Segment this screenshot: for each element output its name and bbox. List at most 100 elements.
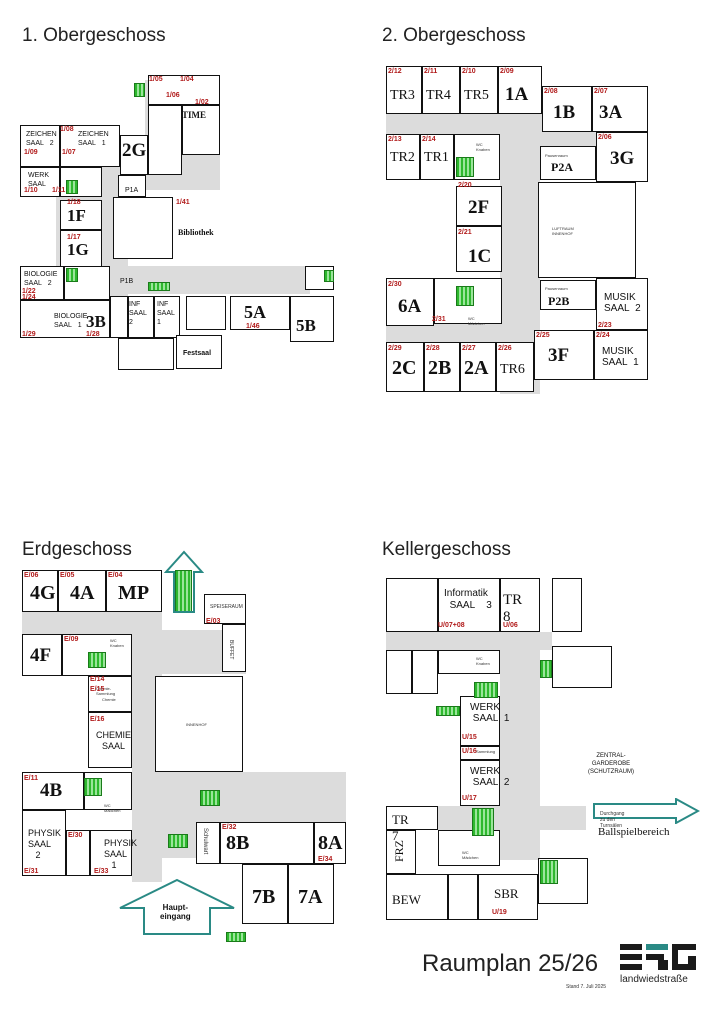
label-tr6: TR6 (500, 362, 525, 377)
room-6a[interactable] (386, 278, 434, 326)
num-2-07: 2/07 (594, 88, 608, 95)
room-8a[interactable] (314, 822, 346, 864)
room-chemie-saal[interactable] (88, 712, 132, 768)
room-tr8[interactable] (500, 578, 540, 632)
room-p1a[interactable] (118, 175, 146, 197)
room-biologie-saal-2[interactable] (20, 266, 64, 300)
room-1g[interactable] (60, 230, 102, 270)
room-sbr[interactable] (478, 874, 538, 920)
room-mp[interactable] (106, 570, 162, 612)
room-7b[interactable] (242, 864, 288, 924)
room-wc-knaben-kg[interactable] (438, 650, 500, 674)
room-1b[interactable] (542, 86, 592, 132)
room-informatik-saal-3[interactable] (438, 578, 500, 632)
room-tr7[interactable] (386, 806, 438, 830)
room-wc-maedchen-kg[interactable] (438, 830, 500, 866)
room-p2a[interactable] (540, 146, 596, 180)
label-durchgang: Durchgang zu den Turnsälen (600, 811, 625, 829)
num-1-05: 1/05 (149, 76, 163, 83)
num-e-09: E/09 (64, 636, 79, 643)
label-tr2: TR2 (390, 150, 415, 165)
room-sammlung-kg[interactable] (460, 746, 500, 760)
room-3a[interactable] (592, 86, 648, 132)
room-zeichen-saal-1[interactable] (60, 125, 120, 167)
label-4a: 4A (70, 582, 95, 604)
room-zeichen-saal-2[interactable] (20, 125, 60, 167)
room-biologie-saal-1[interactable] (20, 300, 110, 338)
room-physik-saal-2[interactable] (22, 810, 66, 876)
room-speiseraum[interactable] (204, 594, 246, 624)
stairs-og1-left (66, 180, 78, 194)
room-schulwart[interactable] (196, 822, 220, 864)
room-kg-5[interactable] (448, 874, 478, 920)
room-3f[interactable] (534, 330, 594, 380)
room-tr3[interactable] (386, 66, 422, 114)
room-kg-3[interactable] (386, 650, 412, 694)
room-chemie[interactable] (88, 676, 132, 712)
room-4a[interactable] (58, 570, 106, 612)
room-inf-saal-1[interactable] (154, 296, 180, 338)
stairs-og2-top (456, 157, 474, 177)
room-2g[interactable] (120, 135, 148, 175)
room-kg-luftraum (552, 646, 612, 688)
room-7a[interactable] (288, 864, 334, 924)
room-physik-saal-1[interactable] (90, 830, 132, 876)
room-2c[interactable] (386, 342, 424, 392)
stairs-og1-right (324, 270, 334, 282)
room-inf-saal-2[interactable] (128, 296, 154, 338)
room-8b[interactable] (220, 822, 314, 864)
room-tr4[interactable] (422, 66, 460, 114)
room-werk-saal-1[interactable] (460, 696, 500, 746)
room-4g[interactable] (22, 570, 58, 612)
room-buffet[interactable] (222, 624, 246, 672)
room-og1-small-1[interactable] (110, 296, 128, 338)
room-tr1[interactable] (420, 134, 454, 180)
num-2-06: 2/06 (598, 134, 612, 141)
floor-title-og1: 1. Obergeschoss (22, 25, 166, 46)
room-musik-saal-2[interactable] (596, 278, 648, 330)
label-wc-maedchen-eg: WC Mädchen (104, 803, 121, 813)
room-1f[interactable] (60, 200, 102, 230)
label-zentral-garderobe: ZENTRAL-GARDEROBE(SCHUTZRAUM) (588, 753, 634, 775)
room-1a[interactable] (498, 66, 542, 114)
room-p2b[interactable] (540, 280, 596, 310)
num-2-29: 2/29 (388, 345, 402, 352)
room-3g[interactable] (596, 132, 648, 182)
room-frz[interactable] (386, 830, 416, 874)
room-kg-4[interactable] (412, 650, 438, 694)
label-schulwart: Schulwart (202, 828, 208, 855)
room-4f[interactable] (22, 634, 62, 676)
room-og1-mid[interactable] (148, 105, 182, 175)
room-tr6[interactable] (496, 342, 534, 392)
room-werk-saal-2[interactable] (460, 760, 500, 806)
room-2f[interactable] (456, 186, 502, 226)
room-4b[interactable] (22, 772, 84, 810)
label-1g: 1G (67, 240, 89, 259)
room-time[interactable] (182, 105, 220, 155)
num-1-09: 1/09 (24, 149, 38, 156)
room-festsaal[interactable] (176, 335, 222, 369)
room-1c[interactable] (456, 226, 502, 272)
room-5b[interactable] (290, 296, 334, 342)
room-og1-top[interactable] (148, 75, 220, 105)
room-og1-center[interactable] (186, 296, 226, 330)
room-tr5[interactable] (460, 66, 498, 114)
num-2-20: 2/20 (458, 182, 472, 189)
room-tr2[interactable] (386, 134, 420, 180)
room-bew[interactable] (386, 874, 448, 920)
room-2b[interactable] (424, 342, 460, 392)
room-musik-saal-1[interactable] (594, 330, 648, 380)
label-speiseraum: SPEISERAUM (210, 604, 243, 610)
room-kg-1[interactable] (386, 578, 438, 632)
room-kg-2[interactable] (552, 578, 582, 632)
room-werk-saal[interactable] (20, 167, 60, 197)
room-2a[interactable] (460, 342, 496, 392)
num-1-22: 1/22 (22, 288, 36, 295)
room-physik-sammlung[interactable] (66, 830, 90, 876)
label-wc-knaben-kg: WC Knaben (476, 656, 490, 666)
room-5a[interactable] (230, 296, 290, 330)
stairs-eg-bottom (226, 932, 246, 942)
room-og1-lower[interactable] (118, 338, 174, 370)
